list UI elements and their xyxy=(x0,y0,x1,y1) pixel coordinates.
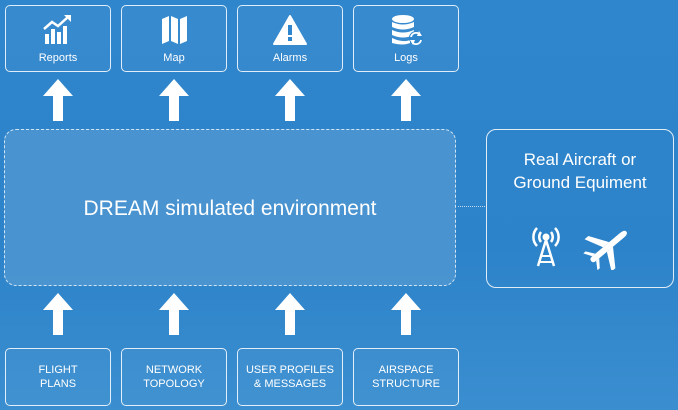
input-label: FLIGHT PLANS xyxy=(38,364,78,390)
up-arrow xyxy=(391,79,421,121)
input-box-network-topology: NETWORK TOPOLOGY xyxy=(121,348,227,406)
output-box-map: Map xyxy=(121,5,227,72)
up-arrow xyxy=(275,79,305,121)
output-label: Reports xyxy=(38,52,78,64)
up-arrow xyxy=(159,79,189,121)
input-box-airspace-structure: AIRSPACE STRUCTURE xyxy=(353,348,459,406)
map-icon xyxy=(156,14,192,46)
simulated-environment-label: DREAM simulated environment xyxy=(83,197,377,220)
up-arrow xyxy=(159,293,189,335)
up-arrow xyxy=(391,293,421,335)
output-box-logs: Logs xyxy=(353,5,459,72)
database-sync-icon xyxy=(388,14,424,46)
airplane-icon xyxy=(582,224,634,270)
real-system-label: Real Aircraft or Ground Equiment xyxy=(513,150,647,192)
input-label: AIRSPACE STRUCTURE xyxy=(372,364,440,390)
real-system-box: Real Aircraft or Ground Equiment xyxy=(486,129,674,288)
input-label: USER PROFILES & MESSAGES xyxy=(245,364,335,390)
output-box-alarms: Alarms xyxy=(237,5,343,72)
up-arrow xyxy=(275,293,305,335)
simulated-environment-box: DREAM simulated environment xyxy=(4,129,456,286)
up-arrow xyxy=(43,79,73,121)
warning-icon xyxy=(272,14,308,46)
input-label: NETWORK TOPOLOGY xyxy=(143,364,205,390)
input-box-flight-plans: FLIGHT PLANS xyxy=(5,348,111,406)
radio-tower-icon xyxy=(528,222,564,268)
bar-chart-trend-icon xyxy=(40,14,76,46)
dotted-connector xyxy=(458,206,485,207)
output-label: Logs xyxy=(394,52,418,64)
output-box-reports: Reports xyxy=(5,5,111,72)
input-box-user-profiles: USER PROFILES & MESSAGES xyxy=(237,348,343,406)
output-label: Alarms xyxy=(272,52,308,64)
output-label: Map xyxy=(163,52,185,64)
up-arrow xyxy=(43,293,73,335)
